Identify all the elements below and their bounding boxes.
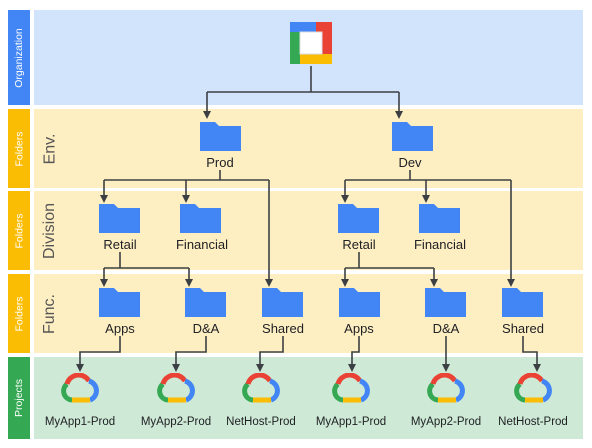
connector-prod-apps-to-project	[76, 336, 121, 372]
folder-icon	[185, 288, 226, 317]
folder-label-prod-shared: Shared	[262, 321, 304, 336]
folder-icon	[502, 288, 543, 317]
folder-label-dev-da: D&A	[432, 321, 460, 336]
env-folders-tab: Folders	[8, 109, 30, 188]
folder-icon	[180, 204, 221, 233]
google-cloud-icon	[242, 373, 280, 403]
func-folders-tab: Folders	[8, 274, 30, 353]
folder-label-prod-apps: Apps	[105, 321, 135, 336]
project-label: NetHost-Prod	[498, 416, 568, 428]
connector-dev-apps-to-project	[348, 336, 360, 372]
google-cloud-icon	[427, 373, 465, 403]
projects-tab: Projects	[8, 357, 30, 439]
folder-icon	[419, 204, 460, 233]
folder-label-prod: Prod	[206, 155, 234, 170]
google-cloud-icon	[332, 373, 370, 403]
folder-label-prod-da: D&A	[192, 321, 220, 336]
folder-icon	[200, 122, 241, 151]
connector-prod-da-to-project	[172, 336, 207, 372]
google-cloud-icon	[514, 373, 552, 403]
folder-label-dev-financial: Financial	[413, 237, 467, 252]
folder-icon	[338, 204, 379, 233]
folder-icon	[392, 122, 433, 151]
projects-band	[34, 357, 583, 439]
folder-label-dev-retail: Retail	[342, 237, 376, 252]
folder-icon	[99, 204, 140, 233]
division-folders-tab: Folders	[8, 191, 30, 270]
connector-prod-shared-to-project	[256, 336, 284, 372]
project-label: MyApp2-Prod	[140, 416, 212, 428]
folder-label-dev-shared: Shared	[502, 321, 544, 336]
google-cloud-icon	[157, 373, 195, 403]
folder-icon	[425, 288, 466, 317]
organization-tab: Organization	[8, 10, 30, 105]
organization-icon	[290, 22, 332, 64]
folder-label-prod-financial: Financial	[175, 237, 229, 252]
folder-label-dev: Dev	[398, 155, 422, 170]
folder-icon	[262, 288, 303, 317]
project-label: NetHost-Prod	[226, 416, 296, 428]
project-label: MyApp2-Prod	[410, 416, 482, 428]
folder-label-prod-retail: Retail	[103, 237, 137, 252]
connector-dev-shared-to-project	[522, 336, 541, 372]
google-cloud-icon	[61, 373, 99, 403]
folder-label-dev-apps: Apps	[344, 321, 374, 336]
folder-icon	[99, 288, 140, 317]
project-label: MyApp1-Prod	[44, 416, 116, 428]
env-folders-band	[34, 109, 583, 188]
folder-icon	[339, 288, 380, 317]
project-label: MyApp1-Prod	[315, 416, 387, 428]
